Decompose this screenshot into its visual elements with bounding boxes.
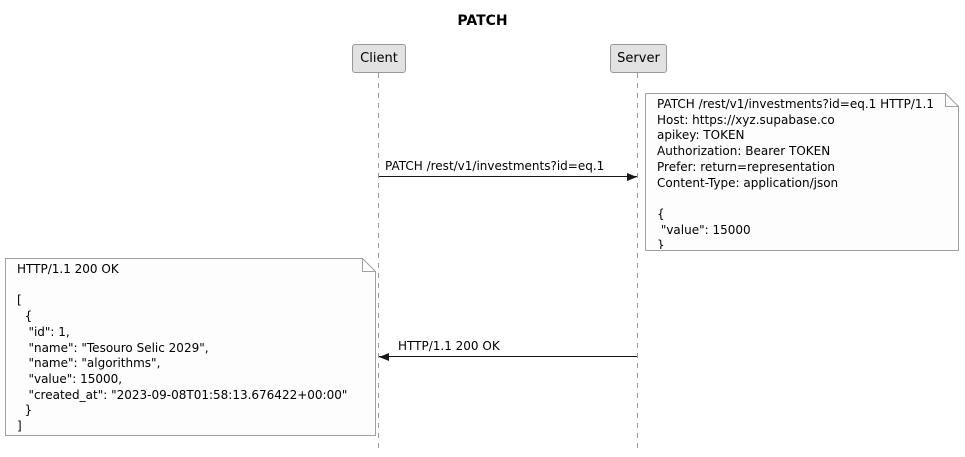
participant-server: Server xyxy=(610,44,667,73)
note-response: HTTP/1.1 200 OK [ { "id": 1, "name": "Te… xyxy=(5,258,376,436)
note-response-text: HTTP/1.1 200 OK [ { "id": 1, "name": "Te… xyxy=(17,262,348,434)
message-request-label: PATCH /rest/v1/investments?id=eq.1 xyxy=(385,159,605,173)
diagram-title: PATCH xyxy=(457,13,508,29)
participant-server-label: Server xyxy=(617,51,660,66)
lifeline-client xyxy=(378,73,379,448)
message-request-line xyxy=(379,176,637,177)
note-shape xyxy=(5,258,376,436)
message-response-label: HTTP/1.1 200 OK xyxy=(398,339,500,353)
lifeline-server xyxy=(637,73,638,448)
participant-client: Client xyxy=(352,44,406,73)
arrowhead-left-icon xyxy=(379,353,389,361)
note-shape xyxy=(645,93,959,251)
message-response-line xyxy=(379,356,637,357)
participant-client-label: Client xyxy=(360,51,398,66)
note-request-text: PATCH /rest/v1/investments?id=eq.1 HTTP/… xyxy=(657,97,934,249)
note-request: PATCH /rest/v1/investments?id=eq.1 HTTP/… xyxy=(645,93,959,251)
arrowhead-right-icon xyxy=(627,173,637,181)
